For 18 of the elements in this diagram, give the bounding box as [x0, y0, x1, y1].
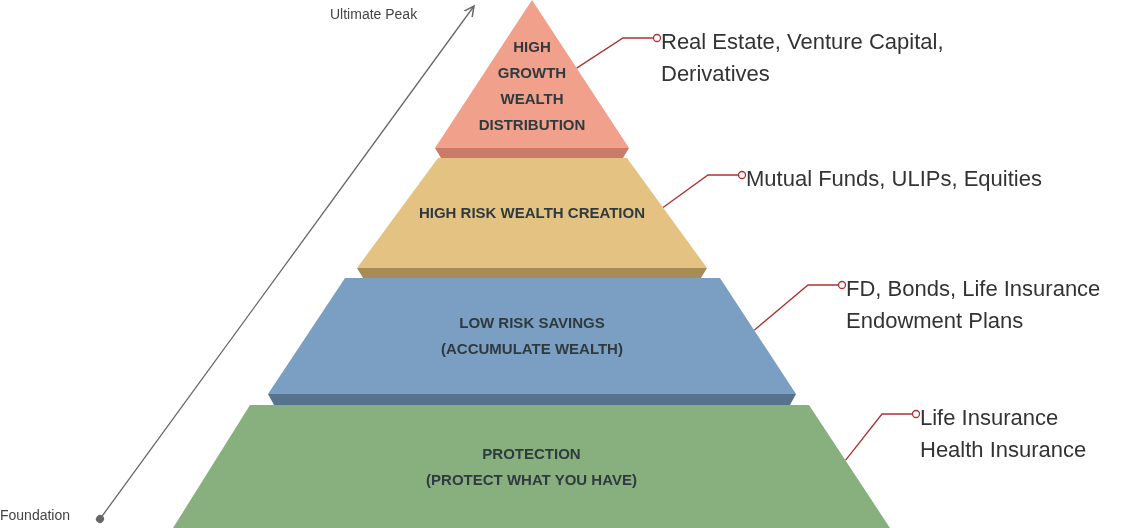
tier-label: PROTECTION [482, 444, 581, 464]
callout-text: FD, Bonds, Life Insurance Endowment Plans [846, 276, 1101, 333]
callout-text: Health Insurance [920, 437, 1087, 462]
callout-text: Life Insurance [920, 405, 1059, 430]
arrow [96, 5, 475, 523]
callout-text: Mutual Funds, ULIPs, Equities [746, 166, 1042, 191]
axis-label: Foundation [0, 507, 71, 523]
axis-label: Ultimate Peak [330, 6, 418, 22]
leader-line [844, 409, 921, 461]
leader-line [662, 170, 747, 209]
leader-line [575, 33, 662, 69]
tier-label: HIGH RISK WEALTH CREATION [418, 203, 646, 223]
tier-label: HIGH GROWTH WEALTH DISTRIBUTION [478, 37, 586, 135]
callout-text: Real Estate, Venture Capital, Derivatives [661, 29, 944, 86]
leader-line [753, 280, 847, 331]
tier-label: LOW RISK SAVINGS [459, 313, 605, 333]
tier-label: (PROTECT WHAT YOU HAVE) [426, 470, 637, 490]
tier-label: (ACCUMULATE WEALTH) [441, 339, 623, 359]
